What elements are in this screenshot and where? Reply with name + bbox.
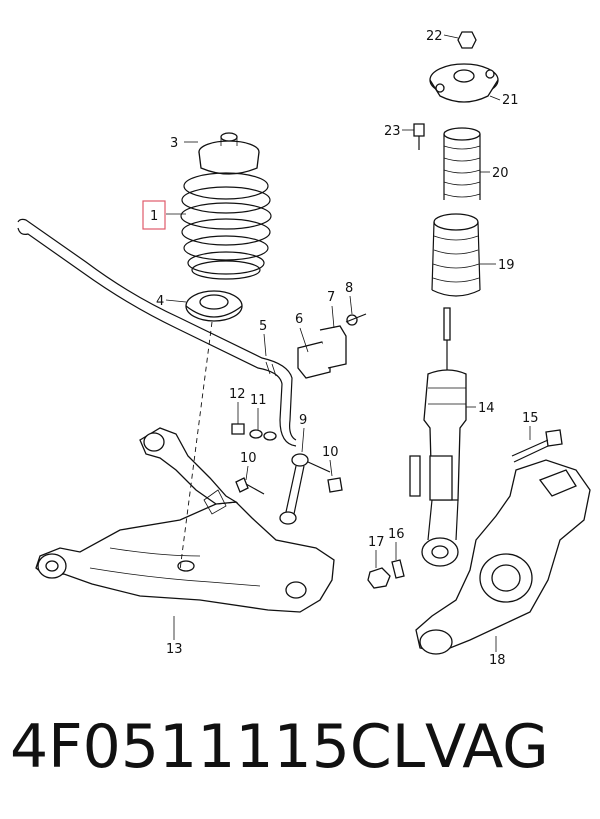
anti-roll-bar-part xyxy=(17,218,297,447)
callout-11[interactable]: 11 xyxy=(250,393,267,408)
callout-18[interactable]: 18 xyxy=(489,653,506,668)
bolt-23-part xyxy=(413,123,425,150)
callout-9[interactable]: 9 xyxy=(299,413,307,428)
highlight-box-part-1 xyxy=(142,200,166,230)
wheel-carrier-part xyxy=(415,459,591,655)
bolts-left-part xyxy=(231,423,343,495)
drop-link-part xyxy=(279,453,331,525)
callout-labels: 1 3 4 5 6 7 8 12 11 9 10 10 13 14 15 16 … xyxy=(150,29,539,668)
callout-7[interactable]: 7 xyxy=(327,290,335,305)
callout-20[interactable]: 20 xyxy=(492,166,509,181)
assembly-axis-line xyxy=(179,321,213,571)
callout-12[interactable]: 12 xyxy=(229,387,246,402)
callout-10-left[interactable]: 10 xyxy=(240,451,257,466)
callout-22[interactable]: 22 xyxy=(426,29,443,44)
callout-4[interactable]: 4 xyxy=(156,294,164,309)
bolt-15-part xyxy=(511,429,563,463)
callout-13[interactable]: 13 xyxy=(166,642,183,657)
callout-14[interactable]: 14 xyxy=(478,401,495,416)
spring-cap-part xyxy=(198,132,260,175)
callout-21[interactable]: 21 xyxy=(502,93,519,108)
callout-16[interactable]: 16 xyxy=(388,527,405,542)
lower-control-arm-part xyxy=(35,427,335,613)
spring-seat-part xyxy=(185,290,243,322)
callout-5[interactable]: 5 xyxy=(259,319,267,334)
bushing-clamp-part xyxy=(297,313,367,379)
callout-23[interactable]: 23 xyxy=(384,124,401,139)
callout-19[interactable]: 19 xyxy=(498,258,515,273)
callout-15[interactable]: 15 xyxy=(522,411,539,426)
top-mount-part xyxy=(429,31,499,103)
nut-washer-part xyxy=(367,559,405,589)
coil-spring-part xyxy=(180,172,272,280)
callout-1[interactable]: 1 xyxy=(150,209,158,224)
callout-6[interactable]: 6 xyxy=(295,312,303,327)
callout-leaders xyxy=(165,34,531,652)
dust-boot-part xyxy=(431,213,481,297)
bump-stop-part xyxy=(443,127,481,200)
callout-3[interactable]: 3 xyxy=(170,136,178,151)
shock-absorber-part xyxy=(409,307,467,567)
callout-8[interactable]: 8 xyxy=(345,281,353,296)
suspension-exploded-diagram: 1 3 4 5 6 7 8 12 11 9 10 10 13 14 15 16 … xyxy=(17,29,591,668)
callout-10-right[interactable]: 10 xyxy=(322,445,339,460)
brand-label: VAG xyxy=(425,712,549,782)
part-number: 4F0511115CL xyxy=(10,712,426,782)
callout-17[interactable]: 17 xyxy=(368,535,385,550)
